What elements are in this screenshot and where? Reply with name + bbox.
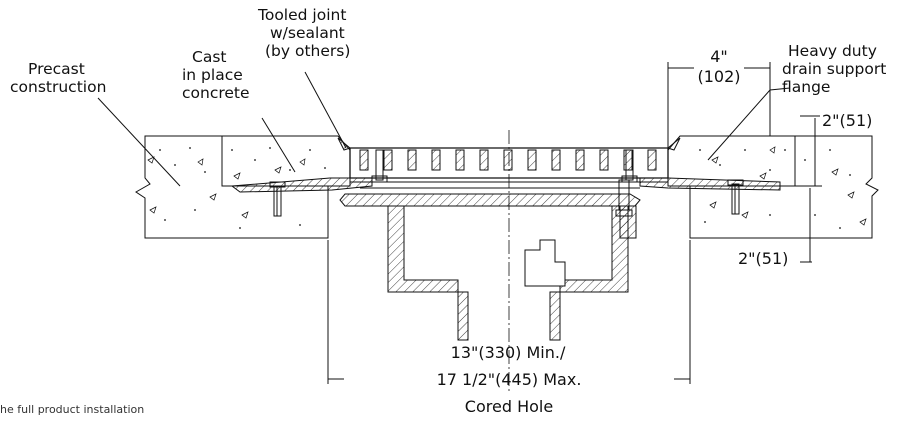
drain-bowl-left-wall [387, 205, 459, 293]
cast-line-2: in place [182, 66, 243, 84]
left-drain-flange [230, 177, 373, 193]
precast-line-1: Precast [28, 60, 85, 78]
aggregate-triangles [147, 146, 867, 226]
heavy-line-2: drain support [782, 60, 886, 78]
heavy-duty-label: Heavy duty drain support flange [782, 42, 886, 96]
top-width-mm: (102) [697, 67, 740, 86]
cored-hole-line-2: 17 1/2"(445) Max. [437, 370, 582, 389]
support-bracket [619, 205, 637, 239]
heavy-line-3: flange [782, 78, 830, 96]
footnote-text: he full product installation [0, 403, 144, 416]
dimension-lines [327, 62, 822, 384]
precast-label: Precast construction [10, 60, 106, 96]
top-width-inches: 4" [710, 47, 728, 66]
clamping-collar [339, 193, 641, 207]
heavy-line-1: Heavy duty [788, 42, 877, 60]
grate-frame [349, 147, 669, 179]
thickness-top-dimension: 2"(51) [822, 111, 872, 130]
precast-line-2: construction [10, 78, 106, 96]
cored-hole-dimension: 13"(330) Min./ 17 1/2"(445) Max. Cored H… [437, 343, 582, 416]
outlet-left-wall [457, 291, 469, 341]
tooled-line-2: w/sealant [270, 24, 345, 42]
grate-bars [359, 149, 657, 171]
cast-line-1: Cast [192, 48, 226, 66]
right-sealant-joint [666, 137, 681, 151]
cored-hole-line-3: Cored Hole [465, 397, 553, 416]
aggregate-speckles [159, 147, 851, 229]
cast-in-place-label: Cast in place concrete [182, 48, 250, 102]
backwater-valve [524, 239, 566, 287]
drain-bowl-right-wall [559, 205, 629, 293]
thickness-bottom-dimension: 2"(51) [738, 249, 788, 268]
cast-line-3: concrete [182, 84, 250, 102]
outlet-right-wall [549, 291, 561, 341]
top-width-dimension: 4" (102) [697, 47, 740, 86]
tooled-joint-label: Tooled joint w/sealant (by others) [257, 6, 350, 60]
tooled-line-1: Tooled joint [257, 6, 346, 24]
anchor-bolts [269, 149, 744, 217]
tooled-line-3: (by others) [265, 42, 350, 60]
cored-hole-line-1: 13"(330) Min./ [451, 343, 566, 362]
